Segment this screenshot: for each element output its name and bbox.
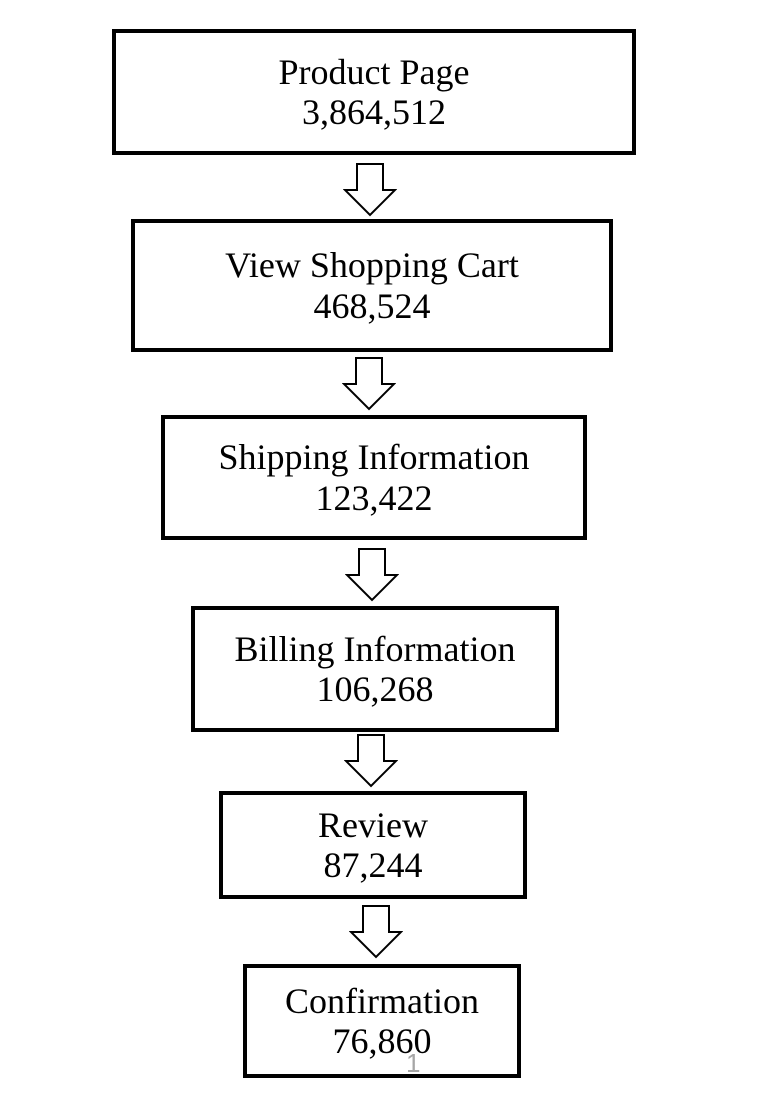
down-arrow-icon	[345, 548, 399, 602]
step-confirmation: Confirmation 76,860	[243, 964, 521, 1078]
step-value: 87,244	[323, 845, 423, 885]
step-value: 106,268	[316, 669, 434, 709]
step-label: Billing Information	[234, 628, 516, 669]
step-label: Shipping Information	[218, 437, 530, 478]
step-label: View Shopping Cart	[225, 245, 519, 286]
step-label: Product Page	[278, 51, 470, 92]
step-value: 76,860	[332, 1021, 432, 1061]
down-arrow-icon	[344, 734, 398, 788]
step-value: 468,524	[313, 285, 431, 326]
down-arrow-icon	[349, 905, 403, 959]
page-number: 1	[406, 1048, 421, 1078]
step-shipping-information: Shipping Information 123,422	[161, 415, 587, 540]
step-product-page: Product Page 3,864,512	[112, 29, 636, 155]
down-arrow-icon	[343, 163, 397, 217]
step-label: Review	[318, 804, 428, 845]
down-arrow-icon	[342, 357, 396, 411]
step-billing-information: Billing Information 106,268	[191, 606, 559, 732]
step-review: Review 87,244	[219, 791, 527, 899]
step-value: 3,864,512	[302, 92, 446, 132]
step-label: Confirmation	[285, 980, 479, 1021]
step-value: 123,422	[315, 477, 433, 518]
step-view-shopping-cart: View Shopping Cart 468,524	[131, 219, 613, 352]
